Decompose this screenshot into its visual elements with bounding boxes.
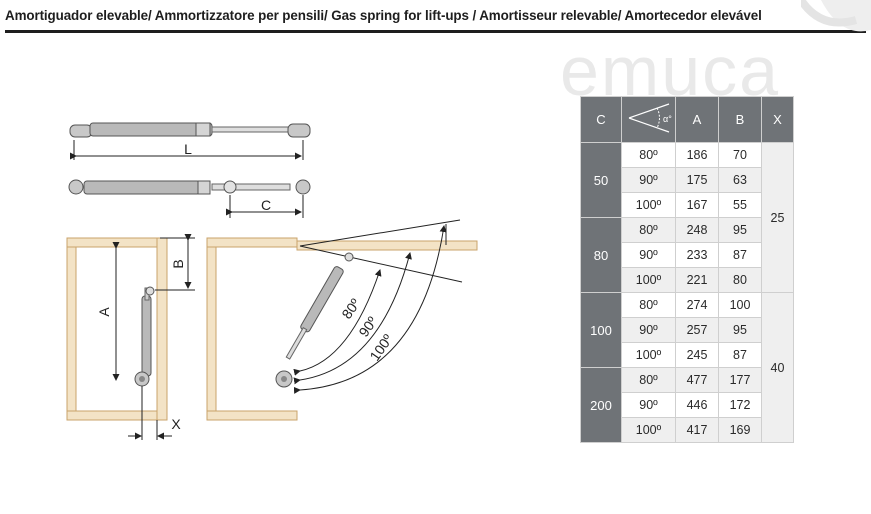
header-b: B <box>718 96 762 143</box>
cell-angle: 90º <box>621 242 676 268</box>
cabinet-open <box>206 219 478 421</box>
table-row: 100º 245 87 <box>581 342 794 368</box>
label-l: L <box>184 141 192 157</box>
table-header-row: C α° A B X <box>580 96 794 143</box>
cell-c: 100 <box>580 292 622 368</box>
cell-x: 40 <box>761 292 794 443</box>
table-row: 100º 167 55 <box>581 192 794 218</box>
cell-b: 172 <box>718 392 762 418</box>
table-row: 200 80º 477 177 <box>580 367 794 443</box>
cell-angle: 80º <box>621 217 676 243</box>
title-underline <box>5 30 866 33</box>
cell-b: 87 <box>718 242 762 268</box>
cell-b: 100 <box>718 292 762 318</box>
table-row: 90º 446 172 <box>581 392 794 418</box>
cell-angle: 80º <box>621 142 676 168</box>
cell-a: 233 <box>675 242 719 268</box>
cell-a: 257 <box>675 317 719 343</box>
cell-c: 50 <box>580 142 622 218</box>
header-a: A <box>675 96 719 143</box>
table-row: 50 80º 186 70 25 <box>580 142 794 293</box>
header-angle: α° <box>621 96 676 143</box>
spec-table: C α° A B X 50 80º 186 70 25 90º 175 <box>580 96 794 443</box>
cabinet-closed <box>66 234 195 440</box>
cell-angle: 90º <box>621 392 676 418</box>
cell-b: 95 <box>718 317 762 343</box>
cell-b: 87 <box>718 342 762 368</box>
cell-angle: 100º <box>621 417 676 443</box>
cell-a: 446 <box>675 392 719 418</box>
cell-angle: 80º <box>621 292 676 318</box>
cell-b: 55 <box>718 192 762 218</box>
angle-icon: α° <box>628 103 672 133</box>
corner-decoration <box>801 0 871 32</box>
angle-symbol: α° <box>663 114 672 124</box>
header-c: C <box>580 96 622 143</box>
label-c: C <box>261 197 271 213</box>
cell-c: 80 <box>580 217 622 293</box>
cell-a: 274 <box>675 292 719 318</box>
cell-angle: 100º <box>621 192 676 218</box>
cell-b: 80 <box>718 267 762 293</box>
brand-logo: emuca <box>560 32 781 110</box>
cell-angle: 80º <box>621 367 676 393</box>
label-x: X <box>171 416 181 432</box>
page-title: Amortiguador elevable/ Ammortizzatore pe… <box>5 8 762 23</box>
gas-spring-drawing: L C A B X <box>66 122 478 440</box>
cell-b: 63 <box>718 167 762 193</box>
cell-a: 221 <box>675 267 719 293</box>
table-row: 100º 417 169 <box>581 417 794 443</box>
label-b: B <box>170 259 186 268</box>
table-row: 90º 233 87 <box>581 242 794 268</box>
cell-a: 245 <box>675 342 719 368</box>
cell-b: 177 <box>718 367 762 393</box>
cell-b: 169 <box>718 417 762 443</box>
cell-x: 25 <box>761 142 794 293</box>
cell-a: 186 <box>675 142 719 168</box>
cell-a: 175 <box>675 167 719 193</box>
cell-angle: 90º <box>621 317 676 343</box>
gas-spring-middle <box>68 179 311 218</box>
angle-label-90: 90º <box>355 314 380 340</box>
cell-a: 417 <box>675 417 719 443</box>
cell-b: 70 <box>718 142 762 168</box>
table-row: 90º 175 63 <box>581 167 794 193</box>
cell-b: 95 <box>718 217 762 243</box>
cell-angle: 90º <box>621 167 676 193</box>
cell-a: 248 <box>675 217 719 243</box>
label-a: A <box>96 307 112 317</box>
cell-angle: 100º <box>621 267 676 293</box>
cell-a: 477 <box>675 367 719 393</box>
cell-angle: 100º <box>621 342 676 368</box>
gas-spring-top <box>69 122 311 160</box>
cell-c: 200 <box>580 367 622 443</box>
table-row: 90º 257 95 <box>581 317 794 343</box>
table-row: 100 80º 274 100 40 <box>580 292 794 443</box>
table-row: 80 80º 248 95 <box>580 217 794 293</box>
cell-a: 167 <box>675 192 719 218</box>
header-x: X <box>761 96 794 143</box>
